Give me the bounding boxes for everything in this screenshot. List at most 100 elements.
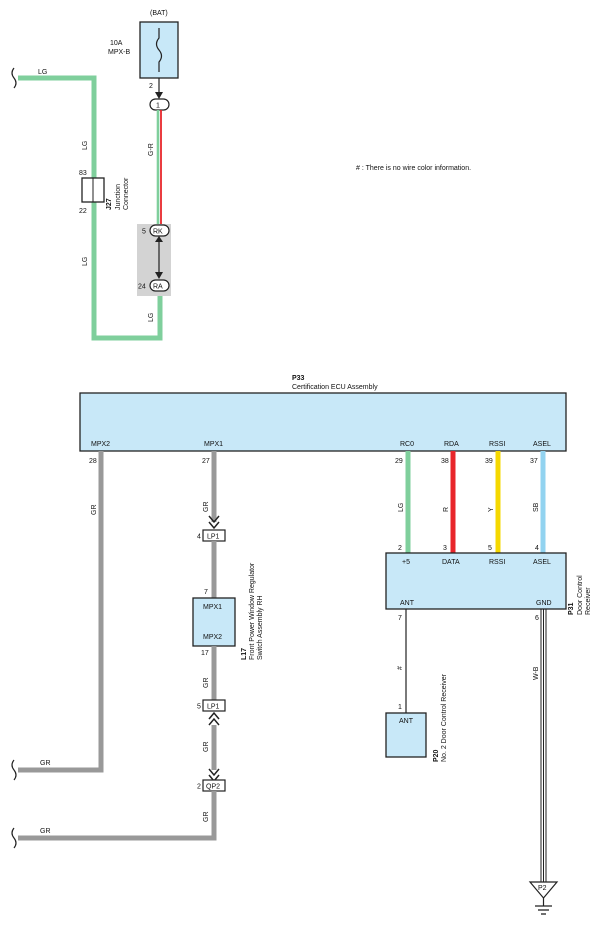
ra-connector — [149, 279, 170, 292]
ecu-code: P33 — [292, 375, 305, 382]
ecu-terminal-mpx2: MPX2 — [91, 441, 110, 448]
receiver-gnd-pin: 6 — [535, 615, 539, 622]
wire-label-lg-upper: LG — [82, 141, 89, 150]
chevron-down-icon-2 — [208, 768, 220, 783]
rk-label: RK — [153, 229, 163, 236]
receiver-name-line1: Door Control — [577, 575, 584, 615]
ecu-terminal-rda: RDA — [444, 441, 459, 448]
ecu-terminal-rc0: RC0 — [400, 441, 414, 448]
fuse-amp: 10A — [110, 40, 123, 47]
ecu-pin-37: 37 — [530, 458, 538, 465]
j27-code: J27 — [106, 198, 113, 210]
wire-label-lg-lower: LG — [82, 257, 89, 266]
switch-top-label: MPX1 — [203, 604, 222, 611]
switch-bottom-label: MPX2 — [203, 634, 222, 641]
wire-break-bottom — [11, 827, 17, 849]
receiver-pin-3: 3 — [443, 545, 447, 552]
receiver-pin-5: 5 — [488, 545, 492, 552]
wire-label-asel: SB — [533, 502, 540, 512]
receiver-terminal-rssi: RSSI — [489, 559, 505, 566]
wire-label-rc0: LG — [398, 503, 405, 512]
ecu-box — [79, 392, 567, 452]
wire-label-switch-lower: GR — [203, 678, 210, 689]
receiver-terminal-asel: ASEL — [533, 559, 551, 566]
qp2-name: QP2 — [206, 784, 220, 791]
wire-label-mpx2: GR — [91, 505, 98, 516]
wire-label-mpx1: GR — [203, 502, 210, 513]
receiver-box — [385, 552, 567, 610]
rk-pin: 5 — [142, 229, 146, 236]
window-switch-box — [192, 597, 236, 647]
receiver-pin-4: 4 — [535, 545, 539, 552]
switch-name-line1: Front Power Window Regulator — [249, 562, 256, 660]
wire-break-mid — [11, 759, 17, 781]
ecu-pin-39: 39 — [485, 458, 493, 465]
j27-pin-bottom: 22 — [79, 208, 87, 215]
ecu-terminal-asel: ASEL — [533, 441, 551, 448]
wire-label-lg-bottom: LG — [148, 313, 155, 322]
ecu-pin-29: 29 — [395, 458, 403, 465]
ra-label: RA — [153, 284, 163, 291]
wire-label-rssi: Y — [488, 507, 495, 512]
wire-label-ant: # — [397, 666, 404, 670]
wire-break-top — [11, 67, 17, 89]
receiver2-name: No. 2 Door Control Receiver — [441, 673, 448, 762]
receiver-code: P31 — [568, 602, 575, 615]
qp2-pin: 2 — [197, 784, 201, 791]
ecu-terminal-rssi: RSSI — [489, 441, 505, 448]
lp1-top-pin: 4 — [197, 534, 201, 541]
receiver-ant-pin: 7 — [398, 615, 402, 622]
j27-pin-top: 83 — [79, 170, 87, 177]
receiver-name-line2: Receiver — [585, 587, 592, 615]
ground-triangle-icon — [528, 881, 559, 899]
junction-1 — [149, 98, 170, 111]
j27-name-line2: Connector — [123, 177, 130, 210]
rk-connector — [149, 224, 170, 237]
lp1-bottom-pin: 5 — [197, 704, 201, 711]
ecu-pin-28: 28 — [89, 458, 97, 465]
j27-name-line1: Junction — [115, 184, 122, 210]
wire-label-gr: G-R — [148, 143, 155, 156]
fuse-name: MPX-B — [108, 49, 131, 56]
note-text: # : There is no wire color information. — [356, 165, 471, 172]
ecu-name: Certification ECU Assembly — [292, 384, 378, 391]
wire-label-rda: R — [443, 507, 450, 512]
ecu-pin-38: 38 — [441, 458, 449, 465]
switch-bottom-pin: 17 — [201, 650, 209, 657]
lp1-bottom-connector — [202, 699, 226, 712]
wire-label-lp1-lower: GR — [203, 742, 210, 753]
lp1-top-name: LP1 — [207, 534, 220, 541]
lp1-bottom-name: LP1 — [207, 704, 220, 711]
chevron-up-icon — [208, 711, 220, 726]
receiver2-pin: 1 — [398, 704, 402, 711]
fuse-pin: 2 — [149, 83, 153, 90]
wire-label-qp2-lower: GR — [203, 812, 210, 823]
mpx2-wire — [18, 451, 104, 773]
switch-top-pin: 7 — [204, 589, 208, 596]
ra-arrow-icon — [155, 272, 163, 279]
ecu-terminal-mpx1: MPX1 — [204, 441, 223, 448]
receiver-pin-2: 2 — [398, 545, 402, 552]
bat-label: (BAT) — [150, 10, 168, 17]
fuse-icon — [155, 28, 163, 72]
qp2-wire — [18, 791, 217, 841]
switch-code: L17 — [241, 648, 248, 660]
receiver2-label: ANT — [399, 718, 414, 725]
wire-label-left-lower: GR — [40, 828, 51, 835]
ra-pin: 24 — [138, 284, 146, 291]
wire-label-lg-left: LG — [38, 69, 47, 76]
receiver-terminal-plus5: +5 — [402, 559, 410, 566]
switch-name-line2: Switch Assembly RH — [257, 595, 264, 660]
receiver-gnd-label: GND — [536, 600, 552, 607]
junction-1-label: 1 — [156, 103, 160, 110]
receiver2-code: P20 — [433, 749, 440, 762]
wire-label-gnd: W-B — [533, 666, 540, 680]
lg-wire — [18, 75, 163, 341]
receiver-terminal-data: DATA — [442, 559, 460, 566]
chevron-down-icon — [208, 515, 220, 530]
receiver2-box — [385, 712, 427, 758]
fuse-arrow-icon — [155, 92, 163, 99]
rk-arrow-icon — [155, 236, 163, 242]
receiver-ant-label: ANT — [400, 600, 415, 607]
